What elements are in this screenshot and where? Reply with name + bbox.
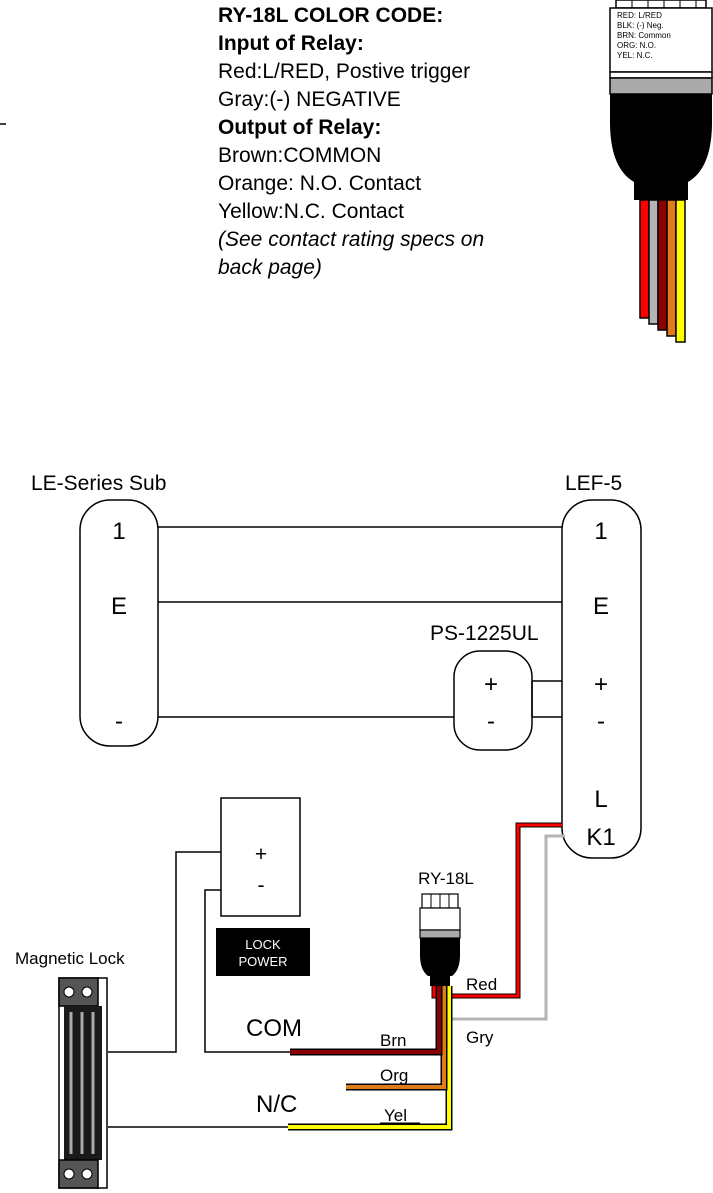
relay-wire-brown	[657, 199, 668, 331]
input-gray: Gray:(-) NEGATIVE	[218, 88, 401, 111]
ps-title: PS-1225UL	[430, 622, 539, 645]
nc-label: N/C	[256, 1091, 297, 1118]
lock-power-pos: +	[255, 843, 267, 866]
ps-1225ul-module	[453, 650, 533, 751]
legend-title: RY-18L COLOR CODE:	[218, 4, 444, 27]
relay-label-line-3: BRN: Common	[617, 31, 671, 40]
le-sub-terminal-1: 1	[112, 518, 125, 545]
lef5-terminal-k1: K1	[586, 824, 615, 851]
note-line-2: back page)	[218, 256, 322, 279]
com-label: COM	[246, 1015, 302, 1042]
input-red: Red:L/RED, Postive trigger	[218, 60, 471, 83]
le-sub-terminal-e: E	[111, 593, 127, 620]
wire-yellow	[288, 986, 451, 1129]
relay-wire-yellow	[675, 199, 686, 343]
lef5-module	[561, 499, 642, 859]
black-wires	[108, 526, 562, 1128]
relay-top-cap	[615, 0, 707, 9]
relay-label-line-4: ORG: N.O.	[617, 41, 656, 50]
lock-power-label-2: POWER	[238, 954, 287, 969]
lef5-terminal-l: L	[594, 786, 607, 813]
color-code-legend: RY-18L COLOR CODE: Input of Relay: Red:L…	[218, 2, 588, 282]
relay-label-line-1: RED: L/RED	[617, 11, 662, 20]
wire-lock-neg	[204, 889, 292, 1053]
lef5-terminal-pos: +	[594, 671, 608, 698]
relay-boot	[610, 94, 712, 182]
screw-icon	[81, 986, 93, 998]
screw-icon	[63, 986, 75, 998]
relay-label-line-5: YEL: N.C.	[617, 51, 653, 60]
wire-brown	[290, 986, 441, 1054]
relay-illustration: RED: L/RED BLK: (-) Neg. BRN: Common ORG…	[609, 0, 713, 343]
magnetic-lock	[58, 977, 108, 1189]
lef5-title: LEF-5	[565, 472, 622, 495]
lock-power-label-1: LOCK	[245, 937, 281, 952]
wire-label-brn: Brn	[380, 1031, 406, 1050]
relay-wire-red	[639, 199, 650, 319]
wire-red	[432, 823, 562, 998]
relay-label-box	[609, 7, 713, 73]
wire-orange	[346, 986, 446, 1089]
colored-wires	[288, 822, 565, 1131]
relay-grip-band	[609, 77, 713, 95]
ps-terminal-neg: -	[487, 708, 495, 735]
relay-wire-orange	[666, 199, 677, 337]
relay-title: RY-18L	[418, 869, 474, 888]
relay-label-line-2: BLK: (-) Neg.	[617, 21, 664, 30]
le-sub-terminal-neg: -	[115, 708, 123, 735]
le-sub-module	[79, 499, 159, 747]
wire-label-org: Org	[380, 1066, 408, 1085]
output-brown: Brown:COMMON	[218, 144, 382, 167]
lock-power-neg: -	[258, 874, 265, 897]
wire-label-red: Red	[466, 975, 497, 994]
wire-lock-pos	[108, 851, 221, 1053]
output-heading: Output of Relay:	[218, 116, 382, 139]
small-relay	[419, 893, 461, 986]
note-line-1: (See contact rating specs on	[218, 228, 485, 251]
ps-terminal-pos: +	[484, 671, 498, 698]
wire-label-gry: Gry	[466, 1028, 494, 1047]
lock-top-bracket	[58, 977, 99, 1007]
input-heading: Input of Relay:	[218, 32, 364, 55]
relay-wire-gray	[648, 199, 659, 325]
lock-power-tag	[216, 928, 310, 976]
screw-icon	[63, 1168, 75, 1180]
wire-label-yel: Yel	[384, 1106, 407, 1125]
le-sub-title: LE-Series Sub	[31, 472, 166, 495]
lef5-terminal-neg: -	[597, 708, 605, 735]
lef5-terminal-1: 1	[594, 518, 607, 545]
screw-icon	[81, 1168, 93, 1180]
lock-power-supply	[220, 797, 301, 917]
lef5-terminal-e: E	[593, 593, 609, 620]
output-orange: Orange: N.O. Contact	[218, 172, 422, 195]
magnetic-lock-label: Magnetic Lock	[15, 949, 125, 968]
output-yellow: Yellow:N.C. Contact	[218, 200, 404, 223]
